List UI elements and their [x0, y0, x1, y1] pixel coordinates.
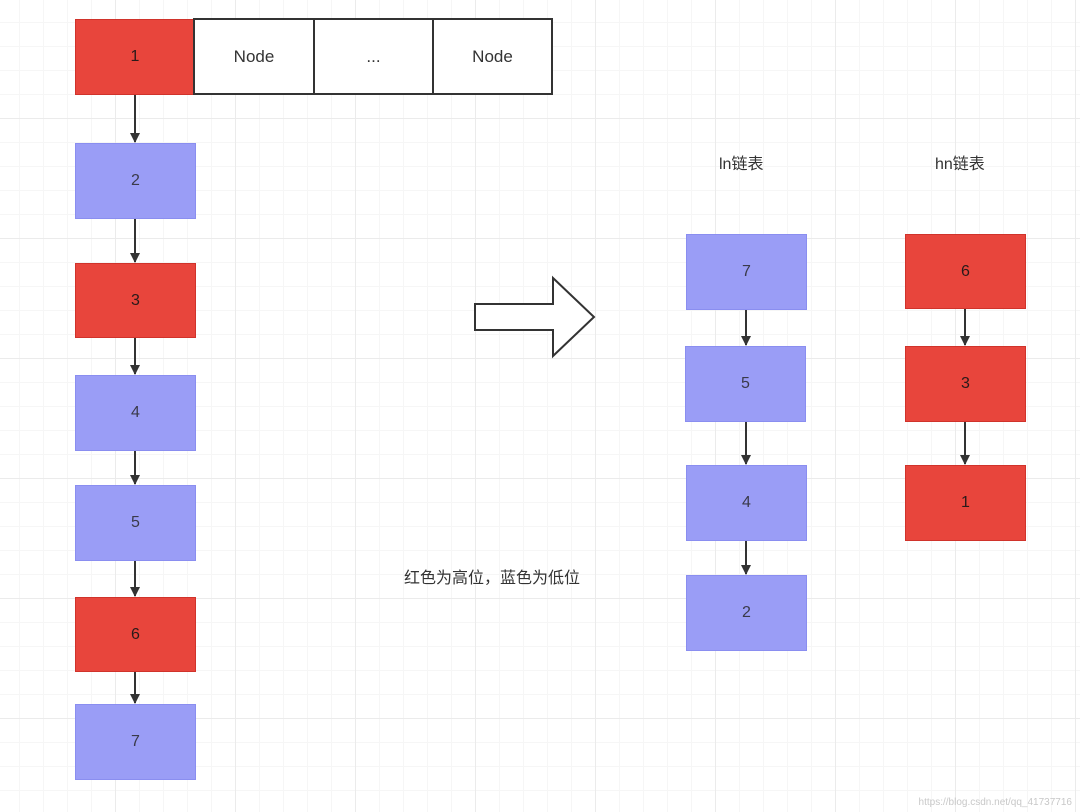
node-cell-ellipsis: ...: [313, 18, 434, 95]
color-legend-note: 红色为高位，蓝色为低位: [404, 570, 581, 587]
hn-node-6: 6: [905, 234, 1026, 309]
node-cell-a: Node: [193, 18, 315, 95]
transform-arrow-icon: [474, 275, 596, 359]
ln-node-4: 4: [686, 465, 807, 541]
ln-node-7: 7: [686, 234, 807, 310]
node-1-header: 1: [75, 19, 195, 95]
chain-node-2: 2: [75, 143, 196, 219]
chain-node-5: 5: [75, 485, 196, 561]
chain-node-6: 6: [75, 597, 196, 672]
chain-node-3: 3: [75, 263, 196, 338]
hn-list-title: hn链表: [935, 156, 985, 173]
ln-node-2: 2: [686, 575, 807, 651]
ln-list-title: ln链表: [719, 156, 764, 173]
watermark: https://blog.csdn.net/qq_41737716: [918, 797, 1072, 808]
hn-node-3: 3: [905, 346, 1026, 422]
hn-node-1: 1: [905, 465, 1026, 541]
ln-node-5: 5: [685, 346, 806, 422]
node-cell-b: Node: [432, 18, 553, 95]
chain-node-7: 7: [75, 704, 196, 780]
chain-node-4: 4: [75, 375, 196, 451]
